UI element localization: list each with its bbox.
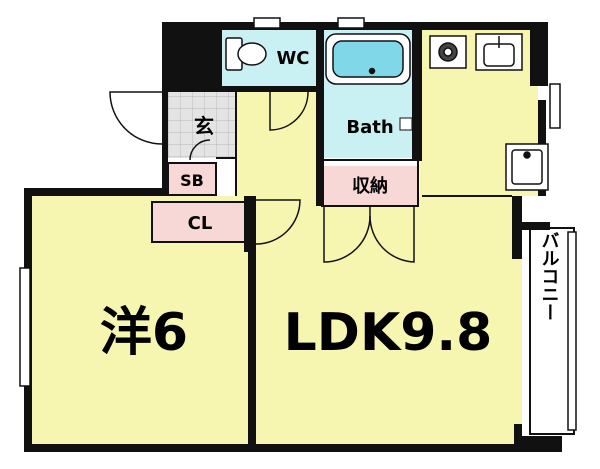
hallway-floor xyxy=(236,90,322,196)
shoe-box-label: SB xyxy=(180,171,204,190)
doors xyxy=(109,91,415,263)
bathtub-icon xyxy=(325,33,411,85)
windows xyxy=(19,17,577,431)
toilet-icon xyxy=(225,37,267,71)
wc-label: WC xyxy=(276,48,309,69)
storage-door-right xyxy=(369,206,415,263)
ldk-door xyxy=(255,199,301,245)
entrance-door xyxy=(109,91,163,145)
bath-label: Bath xyxy=(346,117,393,138)
sink-icon xyxy=(475,33,523,71)
ldk-label: LDK9.8 xyxy=(284,303,493,363)
balcony-label: バルコニー xyxy=(539,231,560,321)
wc-door xyxy=(269,91,309,131)
washer-pan-icon xyxy=(505,143,549,191)
storage-label: 収納 xyxy=(352,175,388,197)
entrance-label: 玄 xyxy=(194,114,214,138)
closet-floor xyxy=(152,202,248,242)
shoe-box-floor xyxy=(168,163,216,195)
storage-floor xyxy=(322,166,418,206)
western-room-label: 洋6 xyxy=(100,303,188,363)
sb-door xyxy=(189,139,211,161)
bath-vent xyxy=(399,117,413,131)
stove-icon xyxy=(429,35,467,69)
ldk-floor xyxy=(250,196,522,447)
entrance-floor xyxy=(168,90,236,158)
closet-label: CL xyxy=(188,213,213,234)
